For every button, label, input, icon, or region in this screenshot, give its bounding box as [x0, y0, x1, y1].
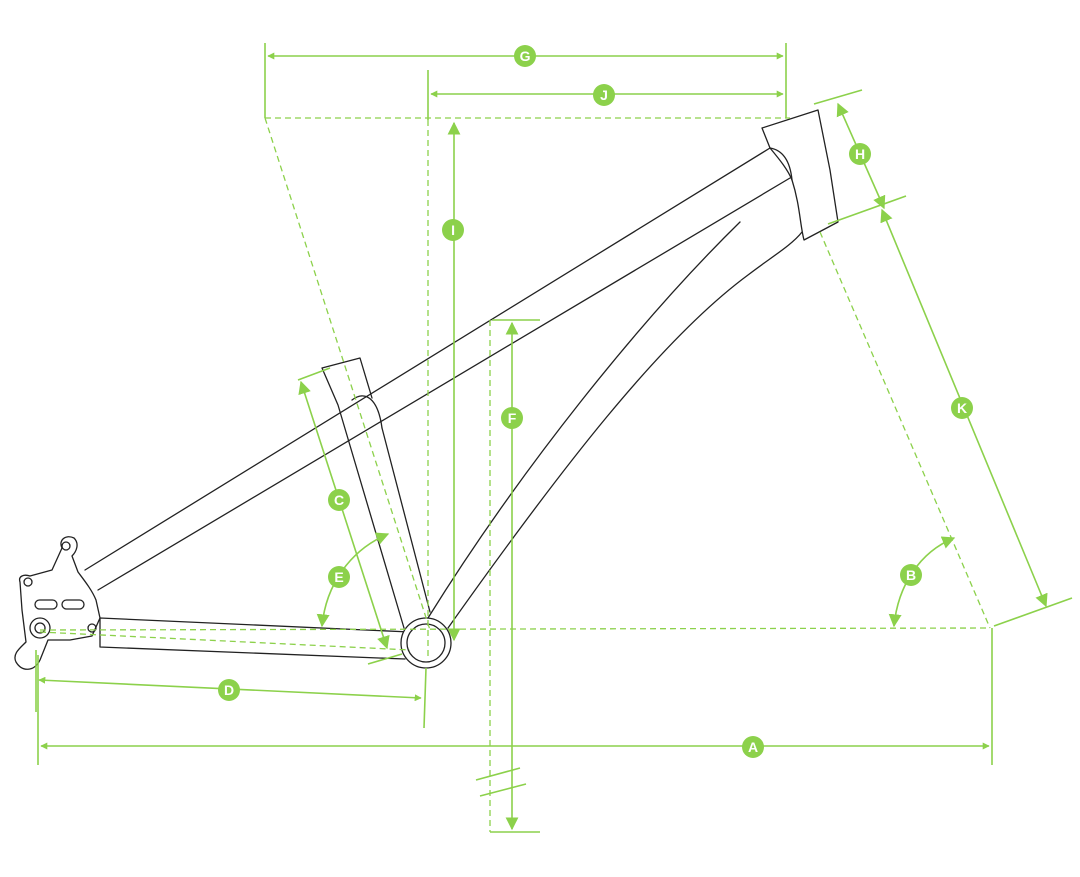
label-d-badge: D — [218, 679, 240, 701]
label-k: K — [957, 400, 967, 416]
dropout-hole — [87, 623, 97, 633]
dropout-slot — [61, 599, 85, 610]
dropout-hole — [23, 577, 33, 587]
f-break-mark — [475, 767, 527, 797]
label-a-badge: A — [742, 736, 764, 758]
label-c-badge: C — [328, 489, 350, 511]
d-right-witness — [423, 667, 427, 729]
down-tube — [427, 221, 803, 629]
label-g: G — [520, 48, 531, 64]
label-f: F — [508, 410, 517, 426]
label-k-badge: K — [951, 397, 973, 419]
h-top-witness — [813, 89, 863, 105]
bottom-bracket-inner — [406, 623, 446, 663]
label-h: H — [855, 146, 865, 162]
label-h-badge: H — [849, 143, 871, 165]
head-tube — [761, 109, 839, 241]
label-e-badge: E — [328, 566, 350, 588]
k-bottom-witness — [993, 597, 1073, 627]
seat-tube-extension-line — [264, 117, 431, 631]
rear-dropout — [14, 536, 101, 670]
c-bottom-witness — [367, 653, 403, 665]
h-bottom-witness — [827, 195, 907, 225]
label-f-badge: F — [501, 407, 523, 429]
dimension-lines — [35, 43, 1073, 833]
chain-stay — [99, 617, 411, 660]
bottom-bracket-outer — [400, 617, 452, 669]
label-i: I — [451, 222, 455, 238]
label-d: D — [224, 682, 234, 698]
dropout-slot — [34, 599, 58, 610]
label-j: J — [600, 87, 608, 103]
rear-axle-inner — [34, 622, 46, 634]
label-g-badge: G — [514, 45, 536, 67]
label-c: C — [334, 492, 344, 508]
label-b-badge: B — [900, 564, 922, 586]
label-j-badge: J — [593, 84, 615, 106]
dropout-hole — [61, 541, 71, 551]
label-i-badge: I — [442, 219, 464, 241]
c-top-witness — [297, 367, 331, 381]
label-b: B — [906, 567, 916, 583]
bike-frame — [14, 109, 839, 670]
head-tube-inner — [769, 147, 793, 181]
rear-axle — [29, 617, 51, 639]
label-a: A — [748, 739, 758, 755]
chainstay-axis-line — [39, 631, 411, 651]
top-tube — [84, 147, 791, 591]
c-dimension-line — [298, 380, 390, 650]
label-e: E — [334, 569, 343, 585]
axle-horizontal-line — [39, 627, 991, 631]
